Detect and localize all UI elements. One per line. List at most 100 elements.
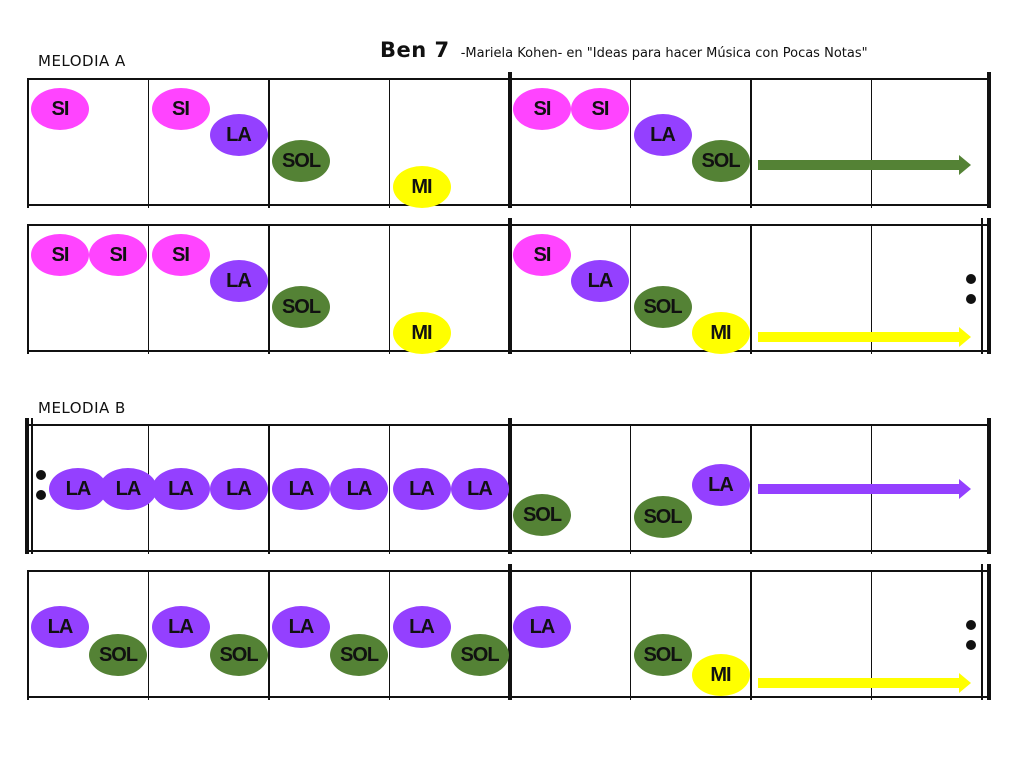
middle-barline	[508, 564, 512, 700]
note-la: LA	[450, 468, 509, 510]
note-si: SI	[151, 88, 210, 130]
note-la: LA	[330, 468, 388, 510]
arrow-head-icon	[959, 479, 971, 499]
barline	[750, 224, 752, 354]
note-sol: SOL	[633, 496, 692, 538]
middle-barline	[508, 418, 512, 554]
measure	[509, 224, 630, 352]
middle-barline	[508, 218, 512, 354]
end-barline	[987, 564, 991, 700]
repeat-dot	[966, 620, 976, 630]
barline	[870, 78, 872, 208]
note-sol: SOL	[89, 634, 147, 676]
arrow-shaft	[758, 678, 959, 688]
repeat-dot	[966, 640, 976, 650]
barline	[750, 570, 752, 700]
end-barline-thin	[981, 564, 983, 700]
measure	[268, 424, 389, 552]
repeat-dot	[966, 274, 976, 284]
measure	[388, 78, 509, 206]
measure	[750, 424, 871, 552]
measure	[147, 570, 268, 698]
measure	[629, 424, 750, 552]
barline	[268, 224, 270, 354]
note-mi: MI	[392, 166, 451, 208]
note-la: LA	[633, 114, 692, 156]
end-barline	[987, 418, 991, 554]
note-sol: SOL	[513, 494, 571, 536]
measure	[147, 78, 268, 206]
note-si: SI	[31, 88, 89, 130]
note-mi: MI	[392, 312, 451, 354]
page-title: Ben 7 -Mariela Kohen- en "Ideas para hac…	[380, 38, 868, 62]
barline	[268, 78, 270, 208]
barline	[629, 224, 631, 354]
note-si: SI	[513, 88, 571, 130]
note-sol: SOL	[209, 634, 268, 676]
note-si: SI	[571, 88, 629, 130]
barline	[388, 224, 390, 354]
measure	[509, 424, 630, 552]
barline	[629, 424, 631, 554]
measure	[870, 78, 991, 206]
note-sol: SOL	[272, 286, 330, 328]
arrow-head-icon	[959, 155, 971, 175]
arrow-shaft	[758, 160, 959, 170]
measure	[388, 424, 509, 552]
measure	[268, 224, 389, 352]
barline	[268, 570, 270, 700]
note-la: LA	[691, 464, 750, 506]
repeat-dot	[36, 470, 46, 480]
note-sol: SOL	[633, 286, 692, 328]
measure	[750, 224, 871, 352]
note-sol: SOL	[691, 140, 750, 182]
note-la: LA	[99, 468, 157, 510]
section-label-melodia-a: MELODIA A	[38, 52, 126, 70]
barline	[388, 78, 390, 208]
measure	[27, 224, 148, 352]
measure	[629, 78, 750, 206]
start-barline	[27, 224, 29, 354]
note-la: LA	[31, 606, 89, 648]
note-sol: SOL	[272, 140, 330, 182]
barline	[147, 78, 149, 208]
note-la: LA	[151, 468, 210, 510]
note-sol: SOL	[633, 634, 692, 676]
start-barline-thin	[31, 418, 33, 554]
section-label-melodia-b: MELODIA B	[38, 399, 126, 417]
note-mi: MI	[691, 654, 750, 696]
note-la: LA	[392, 468, 451, 510]
piece-subtitle: -Mariela Kohen- en "Ideas para hacer Mús…	[460, 46, 868, 61]
barline	[268, 424, 270, 554]
measure	[27, 78, 148, 206]
note-la: LA	[49, 468, 107, 510]
arrow-shaft	[758, 484, 959, 494]
note-la: LA	[571, 260, 629, 302]
note-si: SI	[31, 234, 89, 276]
barline	[388, 570, 390, 700]
note-si: SI	[89, 234, 147, 276]
barline	[750, 424, 752, 554]
measure	[629, 224, 750, 352]
note-sol: SOL	[330, 634, 388, 676]
measure	[27, 424, 148, 552]
measure	[870, 570, 991, 698]
measure	[750, 570, 871, 698]
note-si: SI	[151, 234, 210, 276]
barline	[629, 570, 631, 700]
measure	[147, 424, 268, 552]
arrow-shaft	[758, 332, 959, 342]
measure	[388, 570, 509, 698]
start-barline	[27, 78, 29, 208]
note-la: LA	[272, 468, 330, 510]
measure	[870, 424, 991, 552]
end-barline	[987, 72, 991, 208]
piece-title: Ben 7	[380, 38, 450, 62]
note-mi: MI	[691, 312, 750, 354]
note-si: SI	[513, 234, 571, 276]
note-la: LA	[209, 468, 268, 510]
measure	[750, 78, 871, 206]
measure	[268, 570, 389, 698]
